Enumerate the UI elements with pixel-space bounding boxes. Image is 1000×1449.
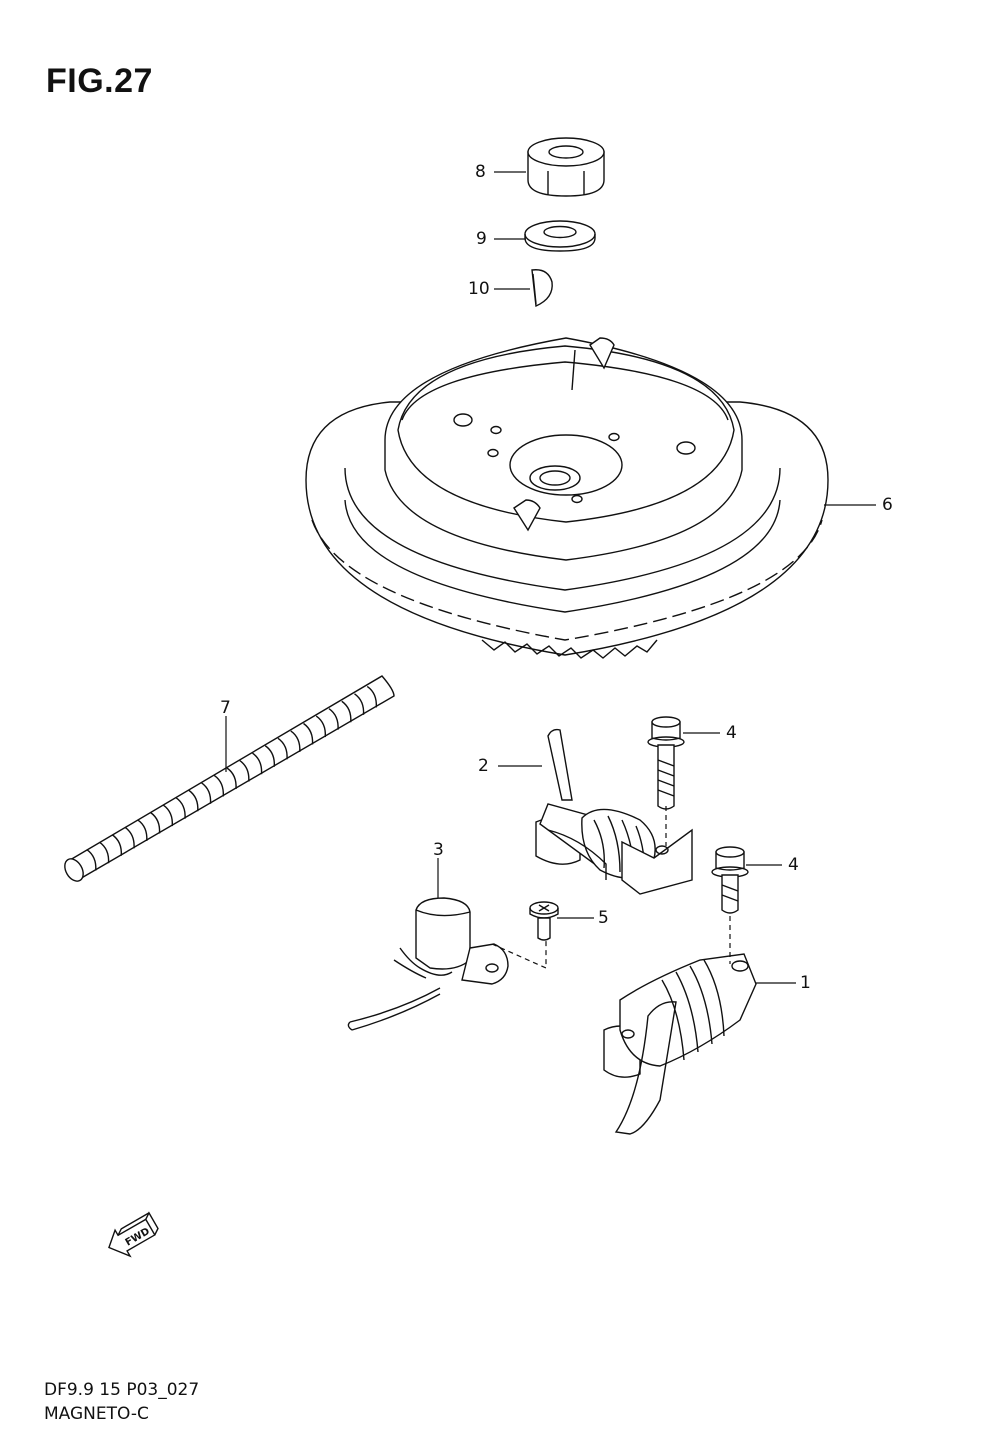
- assembly-guide-lines: [492, 806, 730, 968]
- spiral-ring: [214, 775, 223, 796]
- spiral-ring: [227, 768, 236, 789]
- spiral-ring: [189, 790, 198, 811]
- leader-lines: [226, 172, 876, 983]
- spiral-tube-part-7: [61, 676, 394, 884]
- bolt-part-4-lower: [712, 847, 748, 913]
- figure-code: DF9.9 15 P03_027: [44, 1380, 200, 1400]
- spiral-ring: [316, 716, 325, 737]
- callout-1: 1: [800, 973, 811, 993]
- spiral-ring: [278, 738, 287, 759]
- callout-2: 2: [478, 756, 489, 776]
- spiral-ring: [253, 753, 262, 774]
- spiral-ring: [163, 805, 172, 826]
- cdi-unit-part-3: [348, 898, 508, 1030]
- flywheel-part-6: [306, 338, 828, 658]
- spiral-ring: [265, 746, 274, 767]
- screw-part-5: [530, 902, 558, 940]
- spiral-ring: [138, 820, 147, 841]
- coil-part-2: [536, 730, 692, 894]
- callout-4-lower: 4: [788, 855, 799, 875]
- callout-6: 6: [882, 495, 893, 515]
- spiral-ring: [355, 694, 364, 715]
- spiral-ring: [202, 783, 211, 804]
- washer-part-9: [525, 221, 595, 251]
- coil-part-1: [604, 954, 756, 1134]
- bolt-part-4-upper: [648, 717, 684, 809]
- spiral-ring: [329, 709, 338, 730]
- spiral-ring: [87, 850, 96, 871]
- spiral-ring: [151, 813, 160, 834]
- callout-3: 3: [433, 840, 444, 860]
- spiral-ring: [291, 731, 300, 752]
- figure-name: MAGNETO-C: [44, 1404, 149, 1424]
- callout-9: 9: [476, 229, 487, 249]
- nut-part-8: [528, 138, 604, 196]
- fwd-arrow-icon: FWD: [103, 1211, 163, 1263]
- figure-title: FIG.27: [46, 62, 153, 100]
- callout-4-upper: 4: [726, 723, 737, 743]
- spiral-ring: [176, 798, 185, 819]
- spiral-ring: [367, 686, 376, 707]
- spiral-ring: [240, 761, 249, 782]
- key-part-10: [532, 270, 552, 306]
- spiral-ring: [125, 827, 134, 848]
- callout-5: 5: [598, 908, 609, 928]
- spiral-ring: [304, 724, 313, 745]
- callout-8: 8: [475, 162, 486, 182]
- callout-10: 10: [468, 279, 490, 299]
- spiral-ring: [342, 701, 351, 722]
- spiral-ring: [112, 835, 121, 856]
- callout-7: 7: [220, 698, 231, 718]
- spiral-ring: [100, 842, 109, 863]
